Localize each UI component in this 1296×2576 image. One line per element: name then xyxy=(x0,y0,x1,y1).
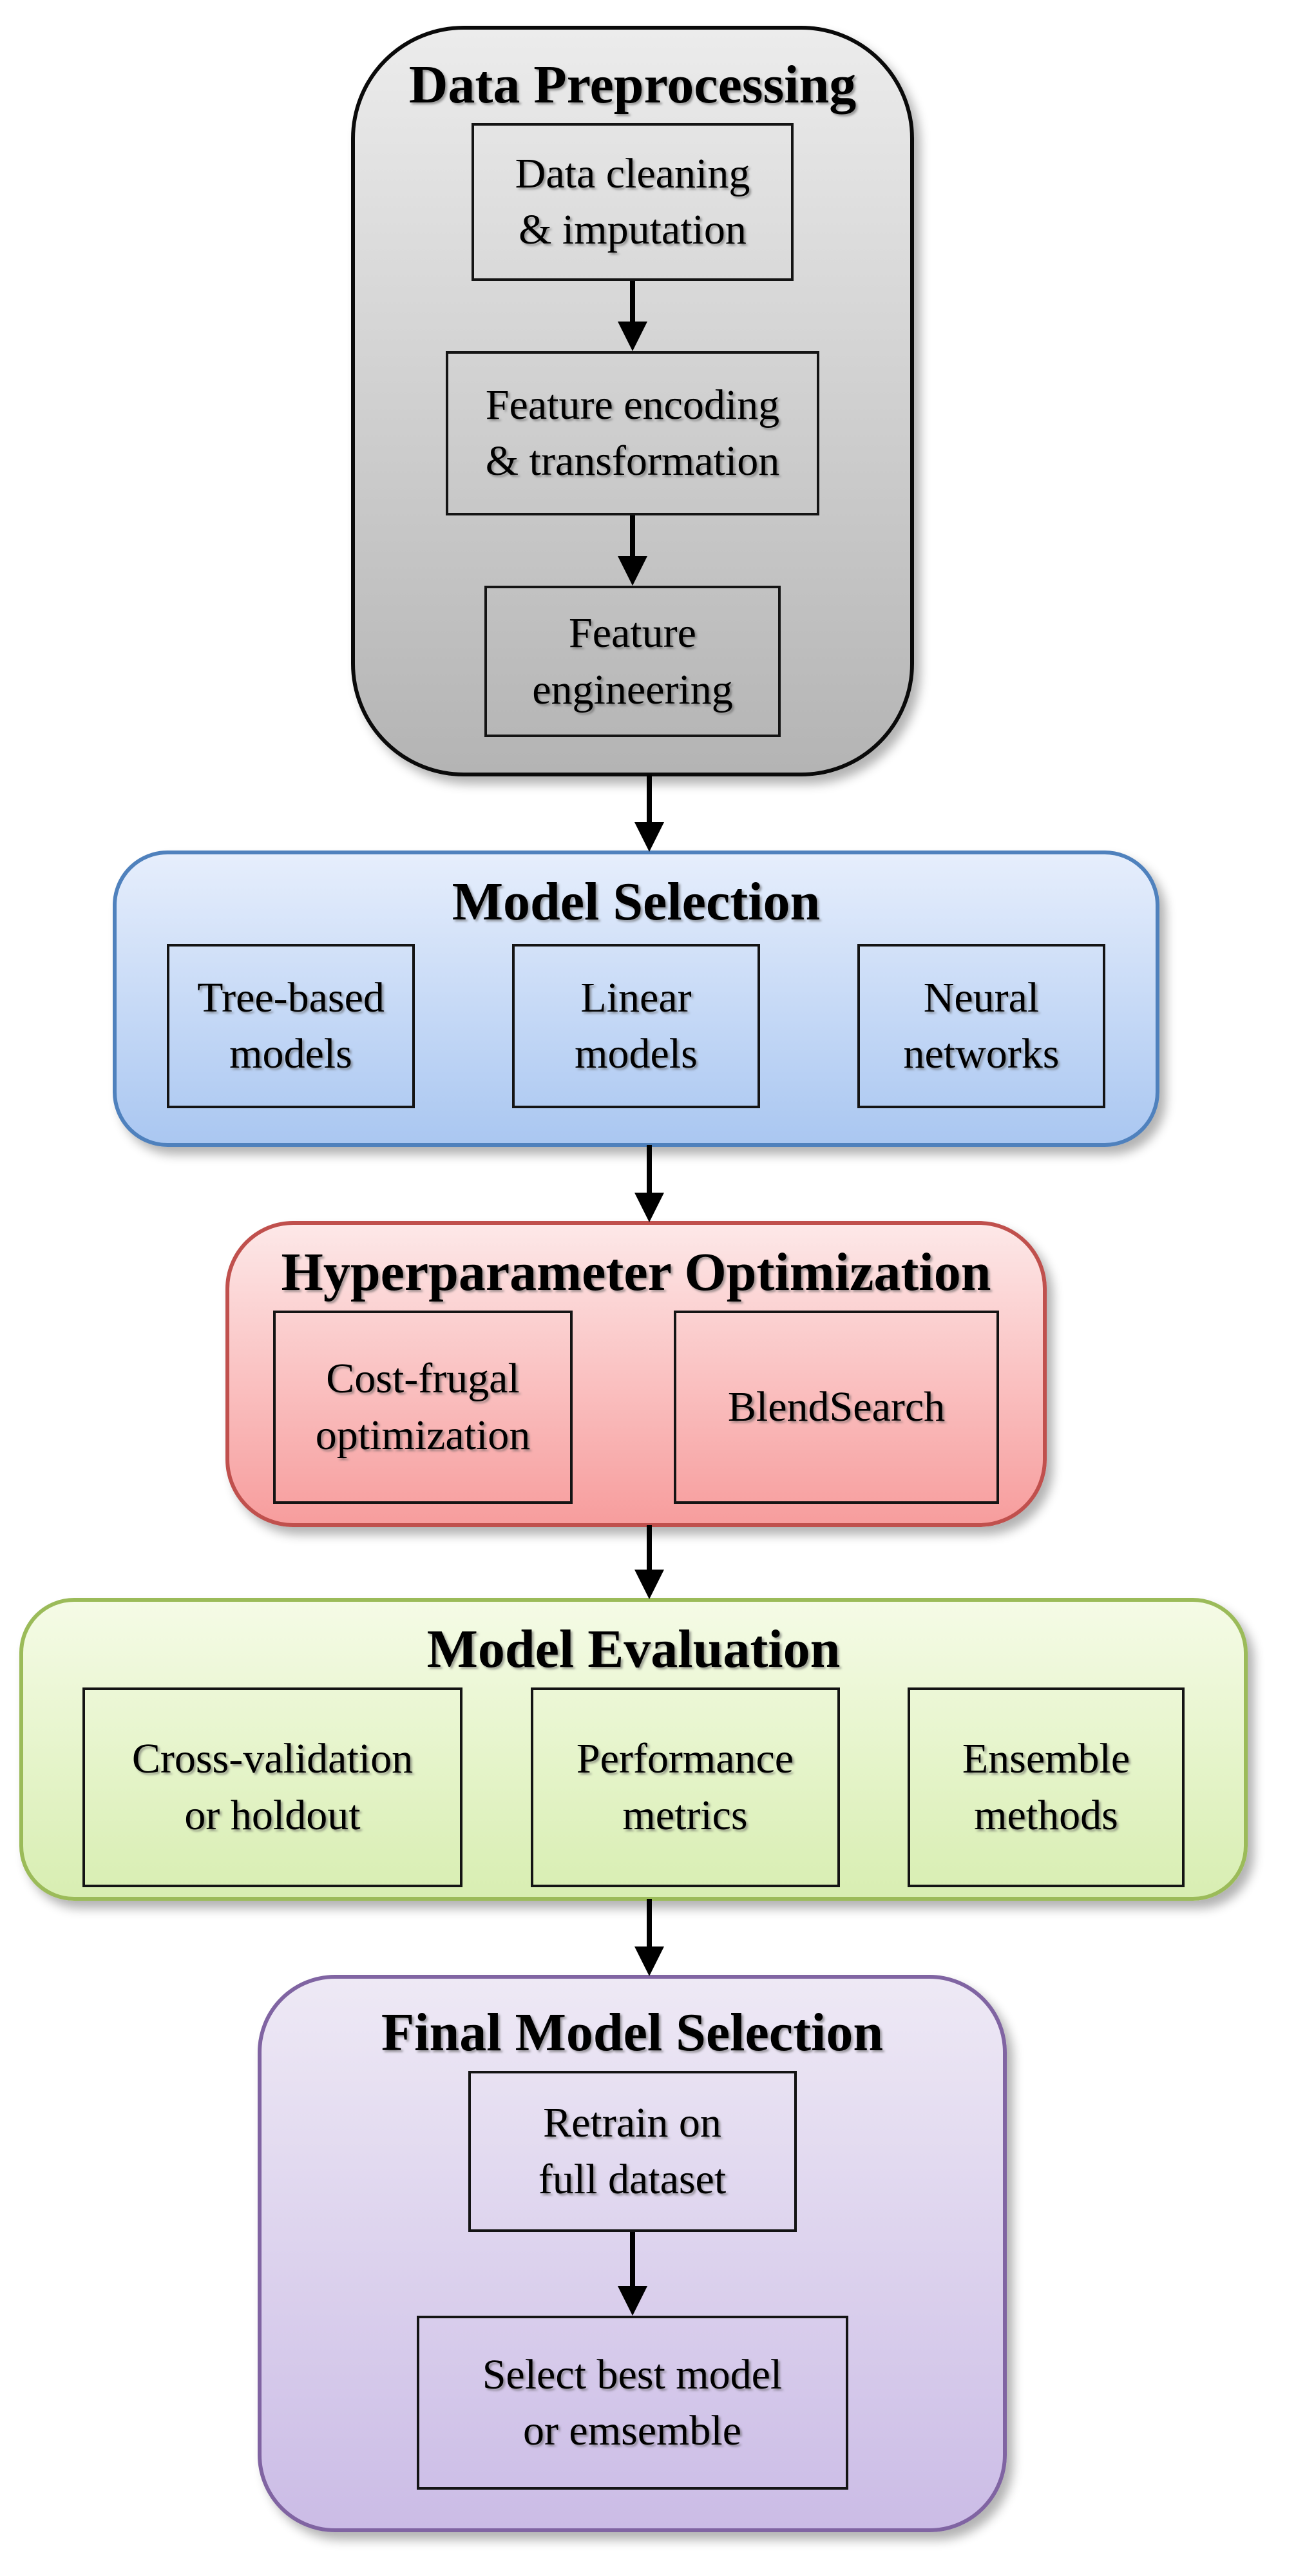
node-cross-validation: Cross-validation or holdout xyxy=(82,1687,462,1887)
arrow-shaft xyxy=(647,1145,652,1194)
arrow-shaft xyxy=(647,774,652,823)
node-performance-metrics: Performance metrics xyxy=(530,1687,840,1887)
section-title: Final Model Selection xyxy=(381,2003,884,2062)
arrow-head-icon xyxy=(634,1570,664,1599)
flow-arrow xyxy=(618,280,647,351)
node-select-best-model: Select best model or emsemble xyxy=(416,2316,848,2490)
arrow-head-icon xyxy=(634,1193,664,1222)
node-row: Cross-validation or holdout Performance … xyxy=(82,1687,1185,1887)
arrow-head-icon xyxy=(634,1946,664,1976)
section-model-evaluation: Model Evaluation Cross-validation or hol… xyxy=(19,1598,1248,1901)
node-column: Data cleaning & imputation Feature encod… xyxy=(355,122,910,737)
arrow-head-icon xyxy=(618,556,647,586)
node-linear-models: Linear models xyxy=(512,943,760,1108)
node-row: Cost-frugal optimization BlendSearch xyxy=(273,1310,999,1504)
arrow-shaft xyxy=(647,1525,652,1571)
section-title: Hyperparameter Optimization xyxy=(281,1242,991,1302)
node-feature-engineering: Feature engineering xyxy=(484,586,781,737)
node-cost-frugal-optimization: Cost-frugal optimization xyxy=(273,1310,573,1504)
flow-arrow xyxy=(617,2231,647,2316)
flow-arrow-hpo-to-evaluation xyxy=(634,1525,664,1599)
node-neural-networks: Neural networks xyxy=(857,943,1105,1108)
flow-arrow-evaluation-to-final xyxy=(634,1899,664,1976)
arrow-head-icon xyxy=(617,2286,647,2316)
node-ensemble-methods: Ensemble methods xyxy=(908,1687,1185,1887)
arrow-shaft xyxy=(630,280,635,323)
flow-arrow xyxy=(618,515,647,586)
flow-arrow-selection-to-hpo xyxy=(634,1145,664,1222)
arrow-head-icon xyxy=(634,822,664,852)
node-retrain-full-dataset: Retrain on full dataset xyxy=(468,2070,797,2232)
section-hyperparameter-optimization: Hyperparameter Optimization Cost-frugal … xyxy=(225,1221,1047,1527)
arrow-shaft xyxy=(629,2231,635,2287)
section-title: Data Preprocessing xyxy=(408,55,857,115)
section-data-preprocessing: Data Preprocessing Data cleaning & imput… xyxy=(351,26,914,776)
arrow-shaft xyxy=(647,1899,652,1948)
node-data-cleaning: Data cleaning & imputation xyxy=(472,122,794,281)
arrow-shaft xyxy=(630,515,635,557)
node-column: Retrain on full dataset Select best mode… xyxy=(262,2070,1003,2490)
node-tree-based-models: Tree-based models xyxy=(167,943,415,1108)
node-feature-encoding: Feature encoding & transformation xyxy=(446,351,819,515)
section-title: Model Evaluation xyxy=(426,1619,841,1679)
section-model-selection: Model Selection Tree-based models Linear… xyxy=(113,851,1159,1147)
section-title: Model Selection xyxy=(452,872,821,932)
section-final-model-selection: Final Model Selection Retrain on full da… xyxy=(258,1975,1007,2532)
flow-arrow-preprocessing-to-selection xyxy=(634,774,664,852)
node-blendsearch: BlendSearch xyxy=(674,1310,999,1504)
arrow-head-icon xyxy=(618,321,647,351)
node-row: Tree-based models Linear models Neural n… xyxy=(167,940,1105,1112)
